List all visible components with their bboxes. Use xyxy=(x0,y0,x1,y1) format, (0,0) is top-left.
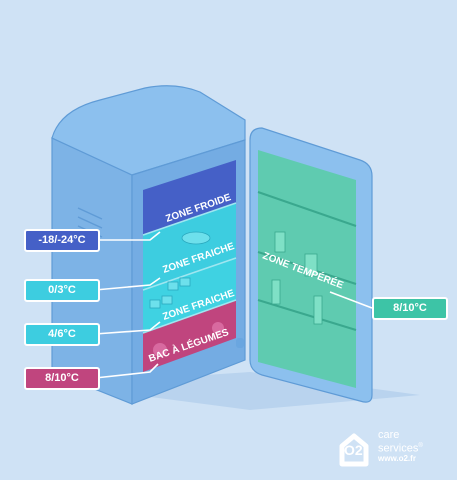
logo-text: O2 xyxy=(344,442,363,458)
temp-tag-vegetables: 8/10°C xyxy=(24,367,100,390)
fridge-top xyxy=(51,85,246,176)
brand-line2: services xyxy=(378,442,419,455)
temp-tag-freezer: -18/-24°C xyxy=(24,229,100,252)
brand-url: www.o2.fr xyxy=(378,454,416,463)
brand-tagline: care services® xyxy=(378,430,423,455)
leader-lines xyxy=(94,231,373,379)
door-bottles xyxy=(271,231,323,325)
temp-tag-door: 8/10°C xyxy=(372,297,448,320)
fridge-foot xyxy=(236,338,244,348)
food-items xyxy=(149,231,211,309)
freezer-zone xyxy=(143,160,236,235)
brand-line1: care xyxy=(378,429,400,441)
fridge-side xyxy=(51,137,133,405)
brand-logo-block: O2 care services® www.o2.fr xyxy=(336,428,454,470)
shelves xyxy=(142,202,237,334)
fresh-zone-upper xyxy=(143,203,236,290)
vegetable-items xyxy=(153,322,224,357)
temp-tag-fresh-lower: 4/6°C xyxy=(24,323,100,346)
vegetable-zone xyxy=(143,300,236,372)
registered-mark: ® xyxy=(418,443,423,449)
o2-logo-icon xyxy=(339,433,369,467)
temp-tag-fresh-upper: 0/3°C xyxy=(24,279,100,302)
fresh-zone-lower xyxy=(143,258,236,333)
